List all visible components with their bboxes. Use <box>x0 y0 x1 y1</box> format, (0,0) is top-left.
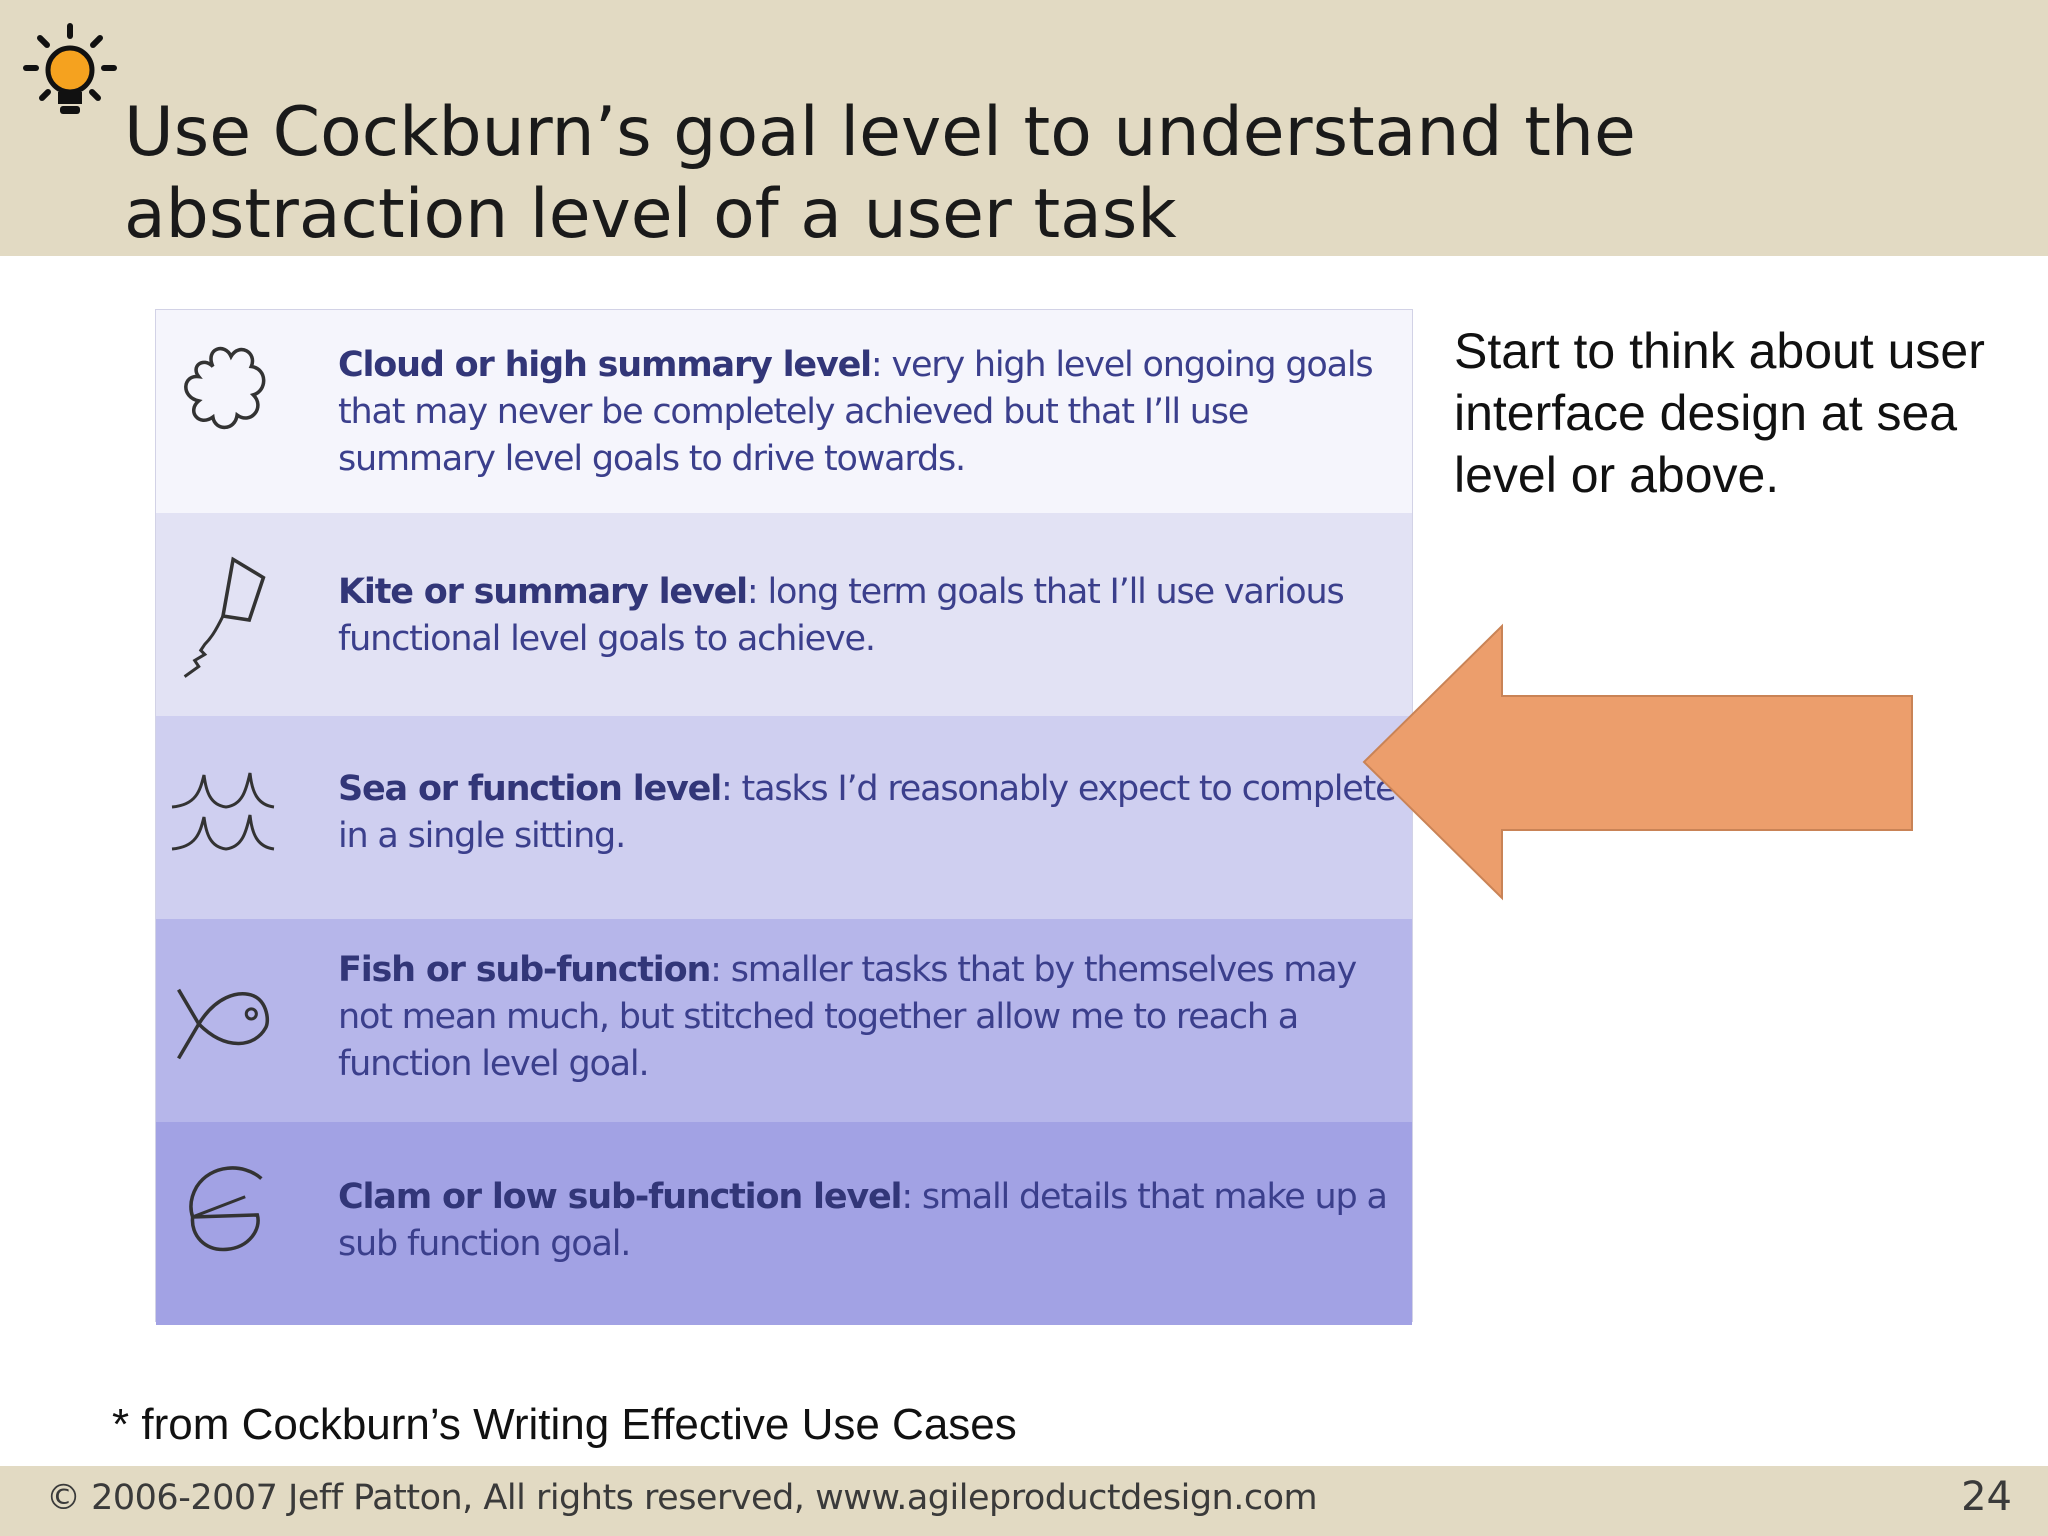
level-row-sea: Sea or function level: tasks I’d reasona… <box>156 716 1412 919</box>
level-desc-kite: long term goals that I’ll use various fu… <box>338 572 1345 659</box>
source-footnote: * from Cockburn’s Writing Effective Use … <box>112 1400 1017 1449</box>
goal-levels-table: Cloud or high summary level: very high l… <box>155 309 1413 1325</box>
level-sep-sea: : <box>721 769 742 809</box>
slide-title: Use Cockburn’s goal level to understand … <box>124 92 1824 256</box>
level-text-clam: Clam or low sub-function level: small de… <box>338 1174 1398 1268</box>
level-sep-kite: : <box>746 572 768 612</box>
level-name-fish: Fish or sub-function <box>338 950 711 990</box>
level-sep-cloud: : <box>870 345 892 385</box>
level-name-sea: Sea or function level <box>338 769 722 809</box>
level-desc-clam: small details that make up a sub functio… <box>338 1177 1388 1264</box>
level-sep-fish: : <box>710 950 731 990</box>
kite-icon <box>174 519 276 711</box>
footer-band <box>0 1466 2048 1536</box>
level-text-sea: Sea or function level: tasks I’d reasona… <box>338 766 1398 860</box>
left-arrow-icon <box>1362 623 1913 901</box>
title-band <box>0 0 2048 256</box>
title-line-2: abstraction level of a user task <box>124 175 1177 254</box>
level-text-fish: Fish or sub-function: smaller tasks that… <box>338 947 1398 1088</box>
level-name-clam: Clam or low sub-function level <box>338 1177 903 1217</box>
level-text-kite: Kite or summary level: long term goals t… <box>338 569 1398 663</box>
clam-icon <box>174 1124 276 1316</box>
level-row-clam: Clam or low sub-function level: small de… <box>156 1122 1412 1325</box>
level-text-cloud: Cloud or high summary level: very high l… <box>338 342 1398 483</box>
side-note: Start to think about user interface desi… <box>1454 323 1985 503</box>
level-name-cloud: Cloud or high summary level <box>338 345 872 385</box>
title-line-1: Use Cockburn’s goal level to understand … <box>124 93 1636 172</box>
level-desc-cloud: very high level ongoing goals that may n… <box>338 345 1374 479</box>
cloud-icon <box>174 316 276 508</box>
page-number: 24 <box>1961 1474 2012 1520</box>
lightbulb-icon <box>23 23 117 114</box>
level-sep-clam: : <box>901 1177 922 1217</box>
copyright-text: © 2006-2007 Jeff Patton, All rights rese… <box>46 1478 1318 1518</box>
level-name-kite: Kite or summary level <box>338 572 748 612</box>
level-row-kite: Kite or summary level: long term goals t… <box>156 513 1412 716</box>
level-row-cloud: Cloud or high summary level: very high l… <box>156 310 1412 513</box>
level-row-fish: Fish or sub-function: smaller tasks that… <box>156 919 1412 1122</box>
fish-icon <box>170 925 272 1117</box>
level-desc-fish: smaller tasks that by themselves may not… <box>338 950 1357 1084</box>
waves-icon <box>166 718 278 910</box>
level-desc-sea: tasks I’d reasonably expect to complete … <box>338 769 1397 856</box>
